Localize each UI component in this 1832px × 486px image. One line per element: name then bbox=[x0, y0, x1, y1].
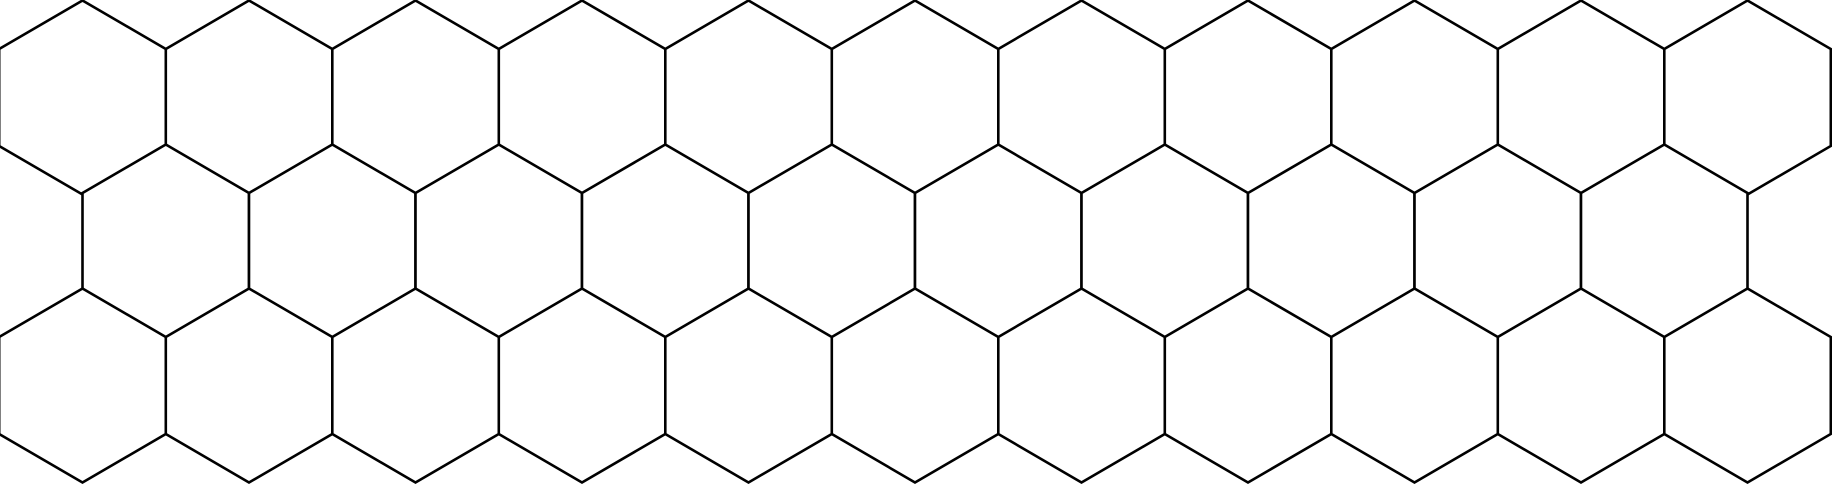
hex-row-1 bbox=[0, 0, 1832, 197]
hex-row-3 bbox=[0, 286, 1832, 485]
hex-row-2 bbox=[81, 142, 1749, 341]
hex-cell bbox=[1663, 286, 1832, 485]
